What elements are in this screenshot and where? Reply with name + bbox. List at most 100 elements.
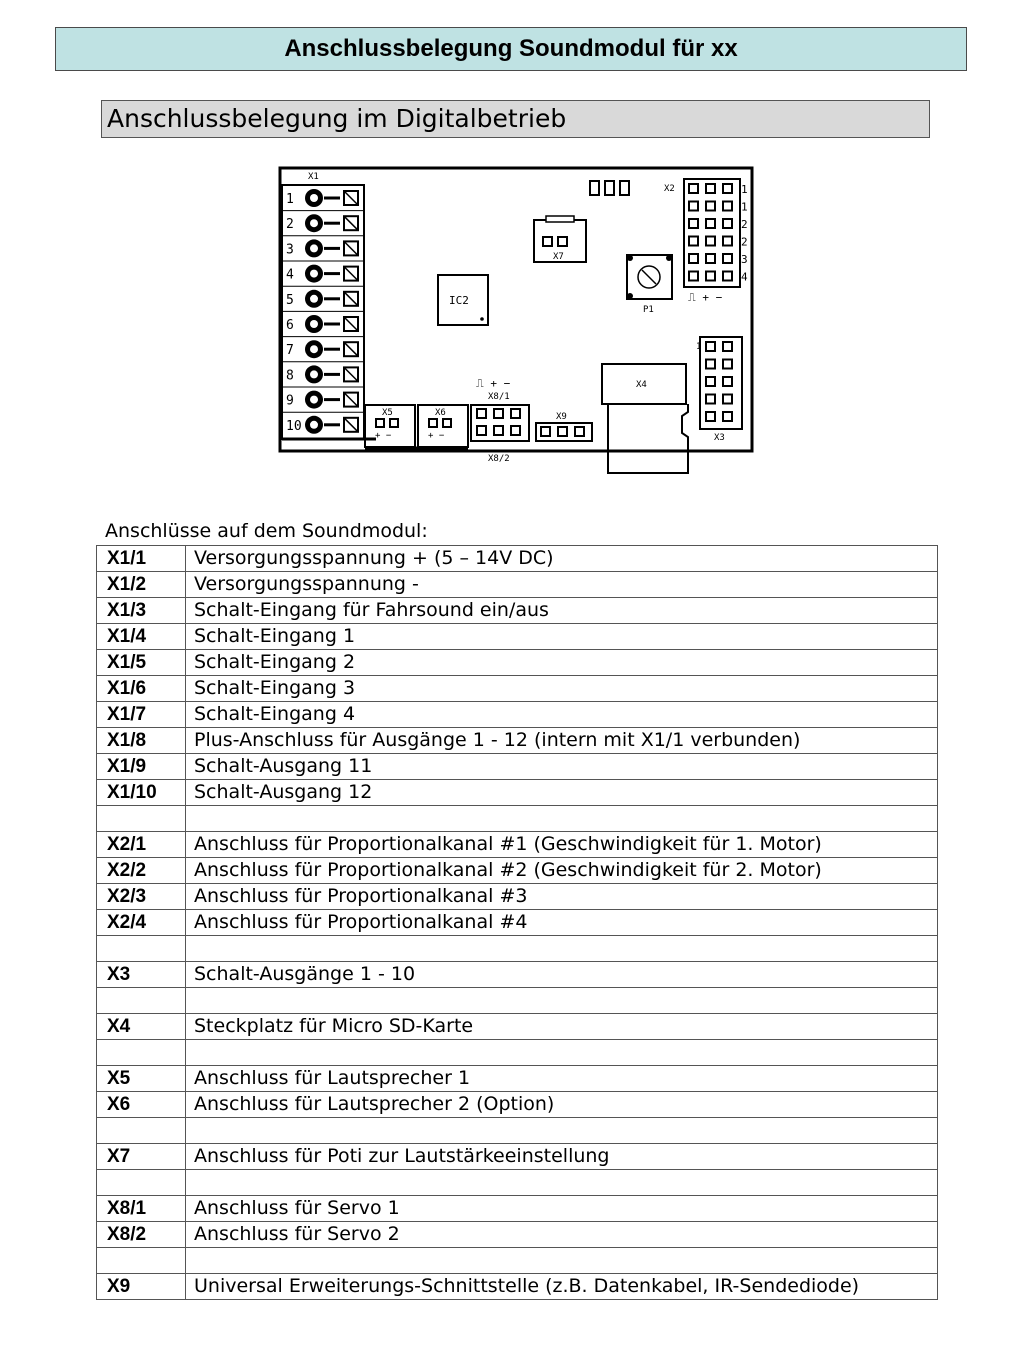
connector-x3: 1 X3: [696, 336, 743, 443]
pin-code: X5: [96, 1065, 186, 1092]
pin-code: X8/1: [96, 1195, 186, 1222]
x8-pin: [493, 408, 504, 419]
x2-pin: [705, 200, 716, 212]
pin-description: Universal Erweiterungs-Schnittstelle (z.…: [185, 1273, 938, 1300]
connector-x4-sd-slot: X4: [601, 363, 689, 474]
pin-description: [185, 1247, 938, 1274]
pin-code: [96, 1039, 186, 1066]
x9-pin: [574, 426, 585, 437]
pin-description: Schalt-Ausgang 11: [185, 753, 938, 780]
x8-pin: [476, 408, 487, 419]
terminal-clamp: [343, 190, 359, 206]
terminal-clamp: [343, 290, 359, 307]
x2-pin: [688, 183, 699, 194]
pin-code: X2/3: [96, 883, 186, 910]
pin-code: [96, 1117, 186, 1144]
terminal-clamp: [343, 240, 359, 257]
x2-pin: [688, 253, 699, 264]
pin-description: [185, 987, 938, 1014]
pin-code: X4: [96, 1013, 186, 1040]
x2-pin: [722, 270, 733, 282]
x2-pin: [688, 218, 699, 229]
x3-label: X3: [714, 433, 725, 443]
x2-pin: [722, 200, 733, 212]
x6-polarity: + −: [428, 431, 445, 441]
x2-pin: [722, 183, 733, 194]
x2-pin: [705, 253, 716, 264]
p1-label: P1: [643, 305, 654, 315]
x5-label: X5: [382, 408, 393, 418]
x3-pin: [722, 376, 733, 387]
pin-code: X2/4: [96, 909, 186, 936]
pin-code: [96, 1247, 186, 1274]
x2-pin: [705, 235, 716, 247]
x2-pin: [722, 218, 733, 229]
connector-x9: X9: [535, 412, 593, 442]
pin-code: X1/2: [96, 571, 186, 598]
pin-code: [96, 935, 186, 962]
pin-code: X7: [96, 1143, 186, 1170]
pin-description: [185, 935, 938, 962]
x2-pin: [722, 235, 733, 247]
x7-label: X7: [553, 252, 564, 262]
connector-x8: ⎍ + − X8/1 X8/2: [470, 377, 530, 464]
pin-description: Anschluss für Servo 1: [185, 1195, 938, 1222]
x3-pin: [722, 341, 733, 352]
pin-code: [96, 1169, 186, 1196]
connector-x5: X5 + −: [364, 404, 416, 448]
pin-description: Steckplatz für Micro SD-Karte: [185, 1013, 938, 1040]
x3-pin: [705, 411, 716, 422]
x2-pin: [705, 183, 716, 194]
pin-description: Anschluss für Proportionalkanal #2 (Gesc…: [185, 857, 938, 884]
pin-code: X1/8: [96, 727, 186, 754]
potentiometer-p1: P1: [626, 254, 673, 315]
x8-2-label: X8/2: [488, 454, 510, 464]
pin-code: X3: [96, 961, 186, 988]
x1-pin-number: 6: [286, 318, 294, 333]
pin-description: Versorgungsspannung -: [185, 571, 938, 598]
pin-description: Schalt-Eingang 3: [185, 675, 938, 702]
table-row: [96, 1117, 938, 1144]
pin-description: Schalt-Eingang 2: [185, 649, 938, 676]
x2-pin: [705, 270, 716, 282]
pin-description: Anschluss für Poti zur Lautstärkeeinstel…: [185, 1143, 938, 1170]
connector-x6: X6 + −: [365, 404, 469, 450]
terminal-clamp: [343, 215, 359, 232]
pin-code: X2/2: [96, 857, 186, 884]
x1-pin-number: 10: [286, 419, 302, 434]
pin-code: [96, 805, 186, 832]
x3-pin: [722, 411, 733, 422]
x2-pin: [722, 253, 733, 264]
x6-label: X6: [435, 408, 446, 418]
x8-pin: [476, 425, 487, 436]
x3-pin: [705, 341, 716, 352]
pin-description: Schalt-Eingang 1: [185, 623, 938, 650]
pin-description: Anschluss für Proportionalkanal #3: [185, 883, 938, 910]
pin-description: Anschluss für Proportionalkanal #1 (Gesc…: [185, 831, 938, 858]
x2-row-number: 3: [741, 253, 748, 266]
table-row: [96, 1247, 938, 1274]
x9-pin: [540, 426, 551, 437]
x3-pin: [705, 376, 716, 387]
x8-pin: [510, 408, 521, 419]
led-indicators: [589, 180, 630, 196]
pin-description: Anschluss für Servo 2: [185, 1221, 938, 1248]
x1-pin-number: 7: [286, 343, 294, 358]
pin-description: Schalt-Eingang für Fahrsound ein/aus: [185, 597, 938, 624]
x8-pin: [493, 425, 504, 436]
x3-pin: [722, 358, 733, 370]
x4-label: X4: [636, 380, 647, 390]
pin-description: Schalt-Ausgänge 1 - 10: [185, 961, 938, 988]
table-row: [96, 805, 938, 832]
